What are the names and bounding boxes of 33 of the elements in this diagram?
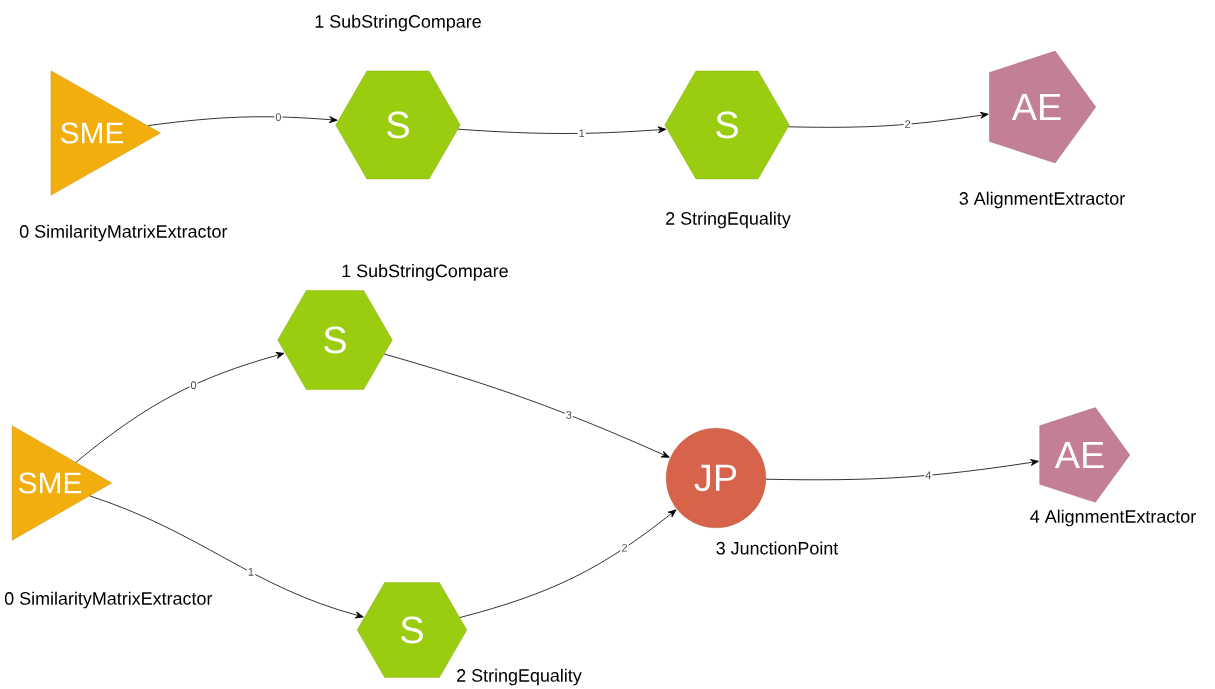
edge-label: 1	[246, 567, 255, 577]
pentagon-node: AE	[1039, 407, 1130, 503]
arrow	[765, 459, 1039, 481]
arrow	[788, 111, 989, 128]
edge-label: 1	[577, 128, 586, 139]
node-caption: 0 SimilarityMatrixExtractor	[4, 591, 213, 609]
hexagon-node: S	[664, 70, 790, 180]
edge-label: 2	[903, 119, 912, 129]
triangle-node: SME	[11, 425, 112, 541]
hexagon-node: S	[277, 290, 393, 390]
triangle-node: SME	[50, 70, 161, 196]
circle-node: JP	[666, 428, 767, 528]
arrow	[459, 509, 677, 618]
arrow	[75, 352, 285, 463]
arrow	[457, 126, 667, 134]
node-caption: 3 AlignmentExtractor	[959, 191, 1125, 209]
arrow	[89, 495, 364, 619]
node-caption: 0 SimilarityMatrixExtractor	[19, 224, 228, 242]
node-caption: 3 JunctionPoint	[716, 541, 839, 555]
arrow	[147, 116, 338, 127]
edge-label: 0	[189, 380, 198, 391]
node-caption: 1 SubStringCompare	[315, 14, 481, 32]
node-caption: 2 StringEquality	[457, 668, 582, 686]
node-caption: 1 SubStringCompare	[342, 264, 508, 281]
edge-label: 0	[274, 112, 283, 122]
pentagon-node: AE	[989, 50, 1096, 164]
edge-label: 2	[620, 542, 629, 553]
node-caption: 2 StringEquality	[666, 211, 791, 229]
edge-label: 3	[564, 410, 573, 420]
hexagon-node: S	[335, 70, 461, 180]
edge-label: 4	[924, 470, 933, 480]
arrow	[384, 353, 670, 458]
node-caption: 4 AlignmentExtractor	[1030, 509, 1196, 527]
